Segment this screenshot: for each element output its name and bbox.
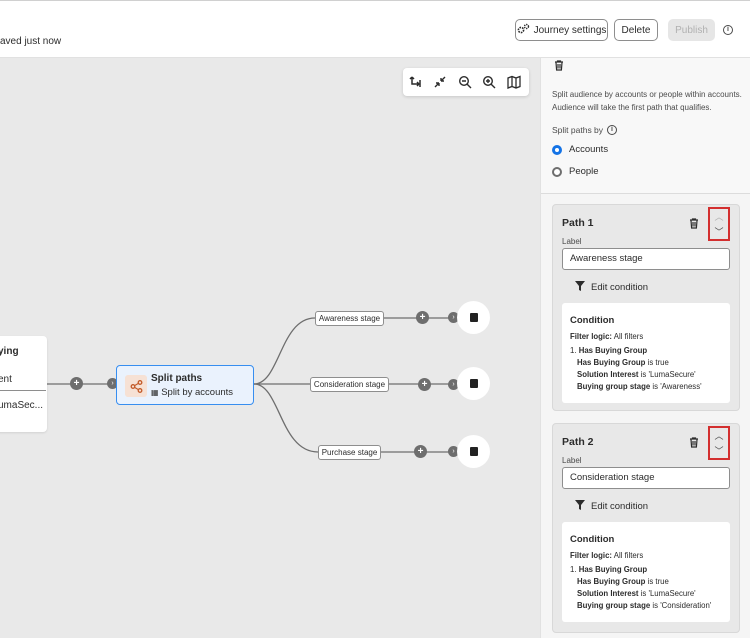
buying-group-node[interactable]: ying ent umaSec... xyxy=(0,336,47,432)
end-node[interactable] xyxy=(457,367,490,400)
path-card-2: Path 2 ︿ ﹀ Label Consideration stage Edi… xyxy=(552,423,740,633)
radio-selected-icon xyxy=(552,145,562,155)
filter-icon xyxy=(575,281,585,294)
panel-description: Split audience by accounts or people wit… xyxy=(552,88,742,114)
split-node-subtitle: ▦ Split by accounts xyxy=(151,387,233,398)
path-label-input[interactable]: Awareness stage xyxy=(562,248,730,270)
path-title: Path 1 xyxy=(562,217,594,229)
info-icon[interactable]: i xyxy=(723,25,733,35)
split-icon xyxy=(125,375,147,397)
edit-condition-button[interactable]: Edit condition xyxy=(575,500,648,513)
add-step-button[interactable]: + xyxy=(414,445,427,458)
condition-box: Condition Filter logic: All filters 1. H… xyxy=(562,303,730,403)
chevron-down-icon[interactable]: ﹀ xyxy=(714,225,723,238)
journey-settings-button[interactable]: Journey settings xyxy=(515,19,608,41)
condition-box: Condition Filter logic: All filters 1. H… xyxy=(562,522,730,622)
node-line: ent xyxy=(0,374,12,385)
trash-icon[interactable] xyxy=(689,435,699,453)
label-caption: Label xyxy=(562,237,582,246)
end-icon xyxy=(470,447,478,456)
connection-lines xyxy=(0,58,540,638)
path-label-purchase[interactable]: Purchase stage xyxy=(318,445,381,460)
building-icon: ▦ xyxy=(151,388,159,397)
panel-header: Split audience by accounts or people wit… xyxy=(541,58,750,194)
split-paths-node[interactable]: Split paths ▦ Split by accounts xyxy=(116,365,254,405)
radio-accounts[interactable]: Accounts xyxy=(552,144,608,155)
top-bar: aved just now Journey settings Delete Pu… xyxy=(0,0,750,58)
end-node[interactable] xyxy=(457,301,490,334)
radio-unselected-icon xyxy=(552,167,562,177)
journey-settings-label: Journey settings xyxy=(534,25,607,36)
chevron-up-icon[interactable]: ︿ xyxy=(714,210,723,223)
add-step-button[interactable]: + xyxy=(418,378,431,391)
node-line: umaSec... xyxy=(0,400,43,411)
filter-icon xyxy=(575,500,585,513)
path-card-1: Path 1 ︿ ﹀ Label Awareness stage Edit co… xyxy=(552,204,740,411)
path-label-consideration[interactable]: Consideration stage xyxy=(310,377,389,392)
properties-panel: Split audience by accounts or people wit… xyxy=(540,58,750,638)
trash-icon[interactable] xyxy=(689,216,699,234)
reorder-controls: ︿ ﹀ xyxy=(708,207,730,241)
label-caption: Label xyxy=(562,456,582,465)
info-icon[interactable]: i xyxy=(607,125,617,135)
delete-button[interactable]: Delete xyxy=(614,19,658,41)
path-label-input[interactable]: Consideration stage xyxy=(562,467,730,489)
end-node[interactable] xyxy=(457,435,490,468)
journey-canvas[interactable]: ying ent umaSec... + › Split paths ▦ Spl… xyxy=(0,58,540,638)
chevron-down-icon[interactable]: ﹀ xyxy=(714,444,723,457)
trash-icon[interactable] xyxy=(554,58,564,76)
end-icon xyxy=(470,313,478,322)
saved-status: aved just now xyxy=(0,36,61,47)
add-step-button[interactable]: + xyxy=(70,377,83,390)
split-node-title: Split paths xyxy=(151,373,202,384)
gear-icon xyxy=(517,23,530,37)
add-step-button[interactable]: + xyxy=(416,311,429,324)
node-title: ying xyxy=(0,346,19,357)
split-paths-by: Split paths by i xyxy=(552,125,617,135)
reorder-controls: ︿ ﹀ xyxy=(708,426,730,460)
path-title: Path 2 xyxy=(562,436,594,448)
end-icon xyxy=(470,379,478,388)
radio-people[interactable]: People xyxy=(552,166,599,177)
path-label-awareness[interactable]: Awareness stage xyxy=(315,311,384,326)
chevron-up-icon[interactable]: ︿ xyxy=(714,429,723,442)
edit-condition-button[interactable]: Edit condition xyxy=(575,281,648,294)
publish-button[interactable]: Publish xyxy=(668,19,715,41)
